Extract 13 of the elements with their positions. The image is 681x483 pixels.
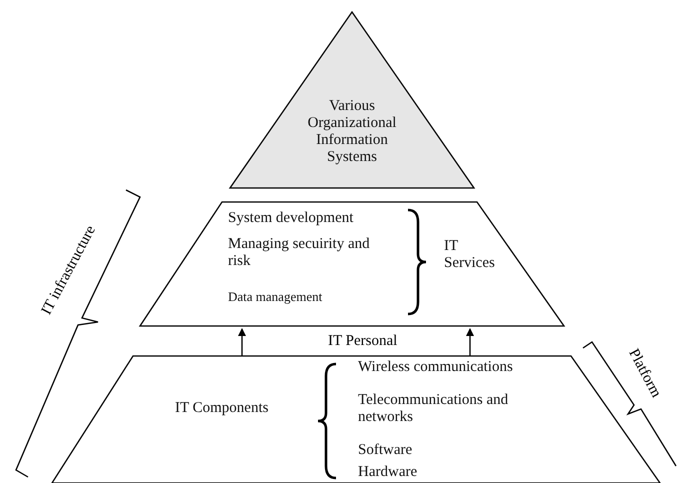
list-item: System development (228, 210, 354, 227)
list-item: Telecommunications and networks (358, 392, 510, 426)
list-item: Hardware (358, 464, 418, 481)
list-item: Data management (228, 288, 324, 305)
arrow (466, 328, 474, 356)
group-label: IT Services (444, 238, 496, 272)
arrow (238, 328, 246, 356)
apex-text: Various Organizational Information Systems (306, 98, 398, 166)
layer-label: IT Personal (328, 333, 398, 350)
list-item: Software (358, 442, 414, 459)
group-label: IT Components (175, 400, 270, 417)
list-item: Wireless communications (358, 359, 514, 376)
list-item: Managing secuirity and risk (228, 236, 371, 270)
